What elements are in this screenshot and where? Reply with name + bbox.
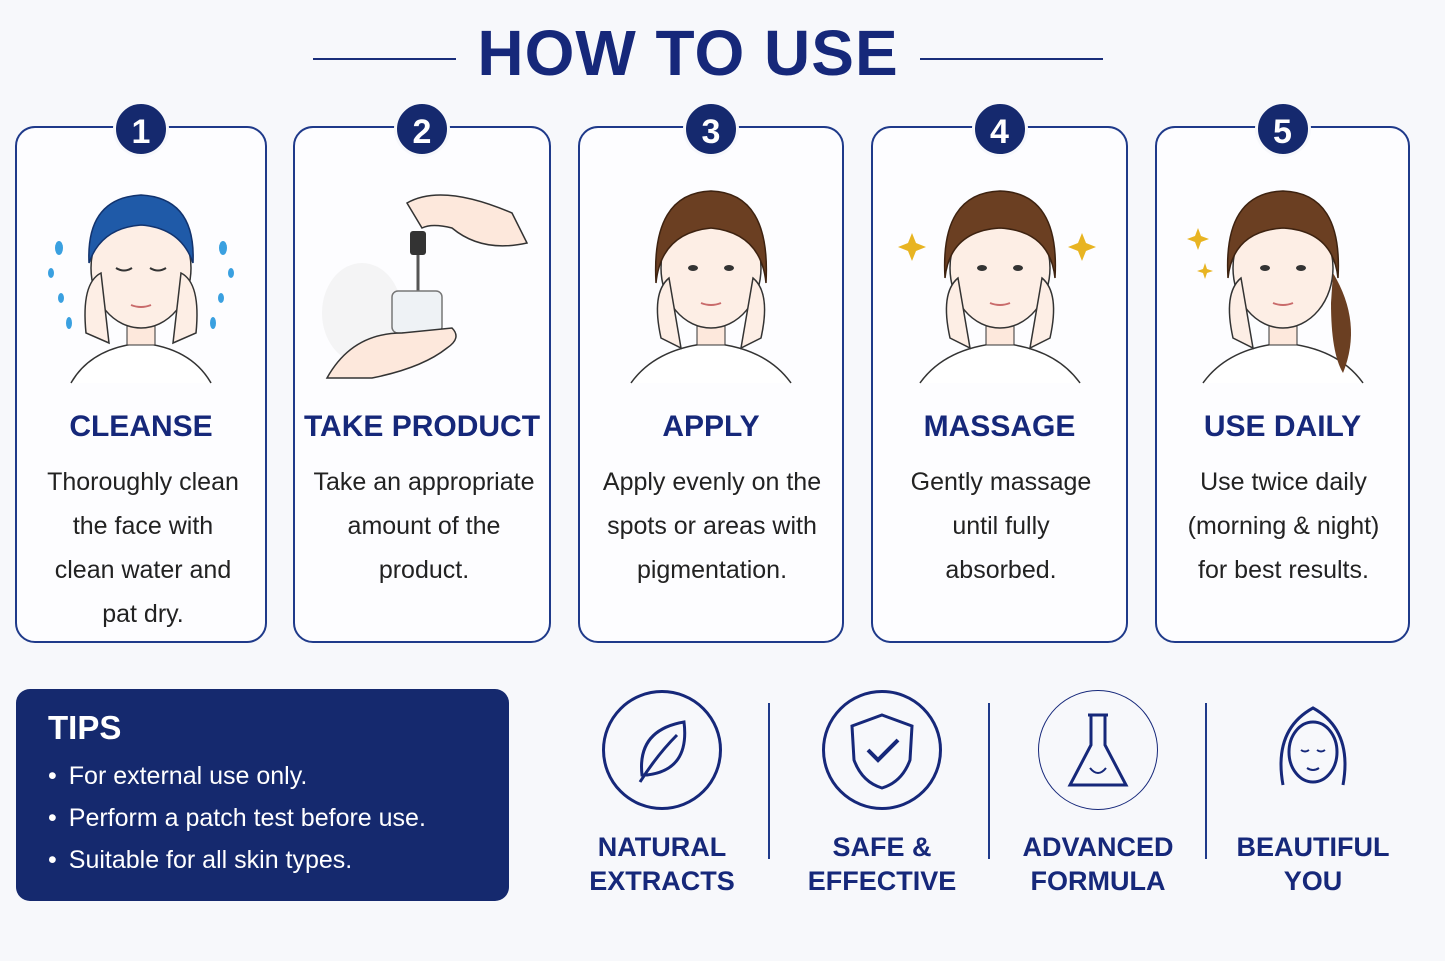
apply-face-illustration — [630, 190, 792, 384]
step-number-badge: 1 — [113, 101, 169, 157]
page-title: HOW TO USE — [477, 17, 899, 89]
cleanse-face-illustration — [48, 194, 234, 384]
step-number-badge: 5 — [1254, 101, 1311, 157]
feature-label: SAFE &EFFECTIVE — [807, 832, 957, 896]
feature-divider — [768, 703, 770, 859]
step-title: CLEANSE — [69, 410, 213, 443]
step-description: Use twice daily (morning & night) for be… — [1187, 468, 1380, 584]
shield-check-icon — [822, 690, 942, 810]
step-title: MASSAGE — [923, 410, 1076, 443]
title-divider-left — [313, 58, 456, 60]
feature-divider — [988, 703, 990, 859]
step-card-apply: 3 APPLY Apply evenly on the spots or are… — [578, 101, 844, 643]
step-card-cleanse: 1 CLEANSE Thoroughly clean the face with… — [15, 101, 267, 643]
flask-icon — [1038, 690, 1158, 810]
step-description: Gently massage until fully absorbed. — [910, 468, 1092, 584]
step-number-badge: 2 — [394, 101, 450, 157]
use-daily-face-illustration — [1186, 190, 1364, 384]
step-title: TAKE PRODUCT — [303, 410, 541, 443]
massage-face-illustration — [897, 190, 1096, 384]
step-title: APPLY — [662, 410, 760, 443]
step-card-take-product: 2 TAKE PRODUCT Take an appropriate amoun… — [293, 101, 551, 643]
dropper-hand-illustration — [322, 194, 529, 379]
tips-item: Perform a patch test before use. — [48, 797, 477, 839]
header: HOW TO USE — [0, 10, 1445, 90]
tips-item: For external use only. — [48, 755, 477, 797]
step-title: USE DAILY — [1203, 410, 1362, 443]
title-divider-right — [920, 58, 1103, 60]
leaf-icon — [602, 690, 722, 810]
tips-panel: TIPS For external use only. Perform a pa… — [16, 689, 509, 901]
step-number-badge: 3 — [683, 101, 739, 157]
step-card-use-daily: 5 USE DAILY Use twice daily (morning & n… — [1155, 101, 1410, 643]
step-card-massage: 4 MASSAGE Gently massage until fully abs… — [871, 101, 1128, 643]
step-number-badge: 4 — [971, 101, 1028, 157]
tips-title: TIPS — [48, 709, 122, 746]
tips-item: Suitable for all skin types. — [48, 839, 477, 881]
step-description: Take an appropriate amount of the produc… — [313, 468, 535, 584]
feature-safe-effective: SAFE &EFFECTIVE — [772, 690, 992, 898]
woman-face-icon — [1253, 690, 1373, 810]
feature-divider — [1205, 703, 1207, 859]
step-description: Apply evenly on the spots or areas with … — [602, 468, 822, 584]
step-description: Thoroughly clean the face with clean wat… — [47, 468, 239, 628]
